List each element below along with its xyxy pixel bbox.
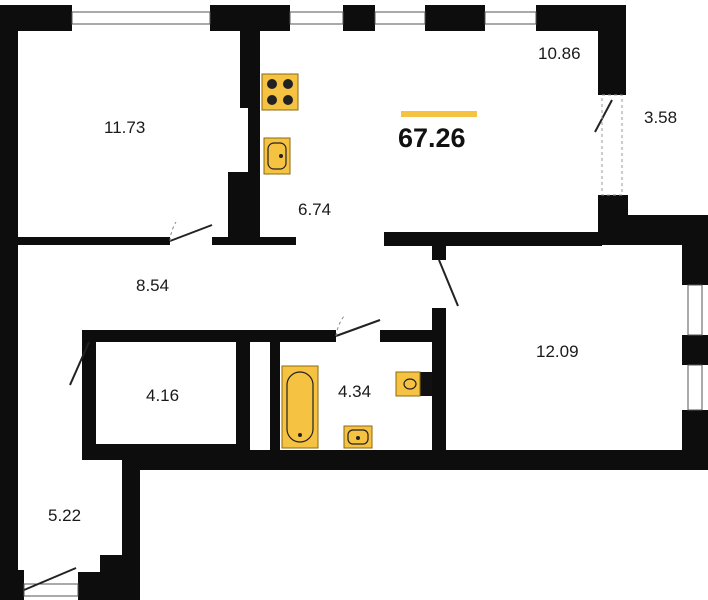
room-area-kitchen-living: 10.86 (538, 44, 581, 63)
bathtub-icon (281, 365, 319, 449)
room-area-bathroom: 4.34 (338, 382, 372, 401)
total-area: 67.26 (398, 123, 466, 153)
walls (0, 5, 708, 600)
washbasin-icon (343, 425, 373, 449)
room-area-bedroom-left: 11.73 (104, 118, 146, 137)
room-area-hallway: 8.54 (136, 276, 170, 295)
toilet-icon (395, 371, 432, 397)
doors (23, 94, 623, 591)
stove-icon (261, 73, 299, 111)
room-area-storage: 4.16 (146, 386, 180, 405)
total-area-bar (401, 111, 477, 117)
room-area-entrance: 5.22 (48, 506, 82, 525)
room-area-kitchen-nook: 6.74 (298, 200, 332, 219)
kitchen-sink-icon (263, 137, 291, 175)
room-area-bedroom-right: 12.09 (536, 342, 579, 361)
room-area-loggia: 3.58 (644, 108, 678, 127)
